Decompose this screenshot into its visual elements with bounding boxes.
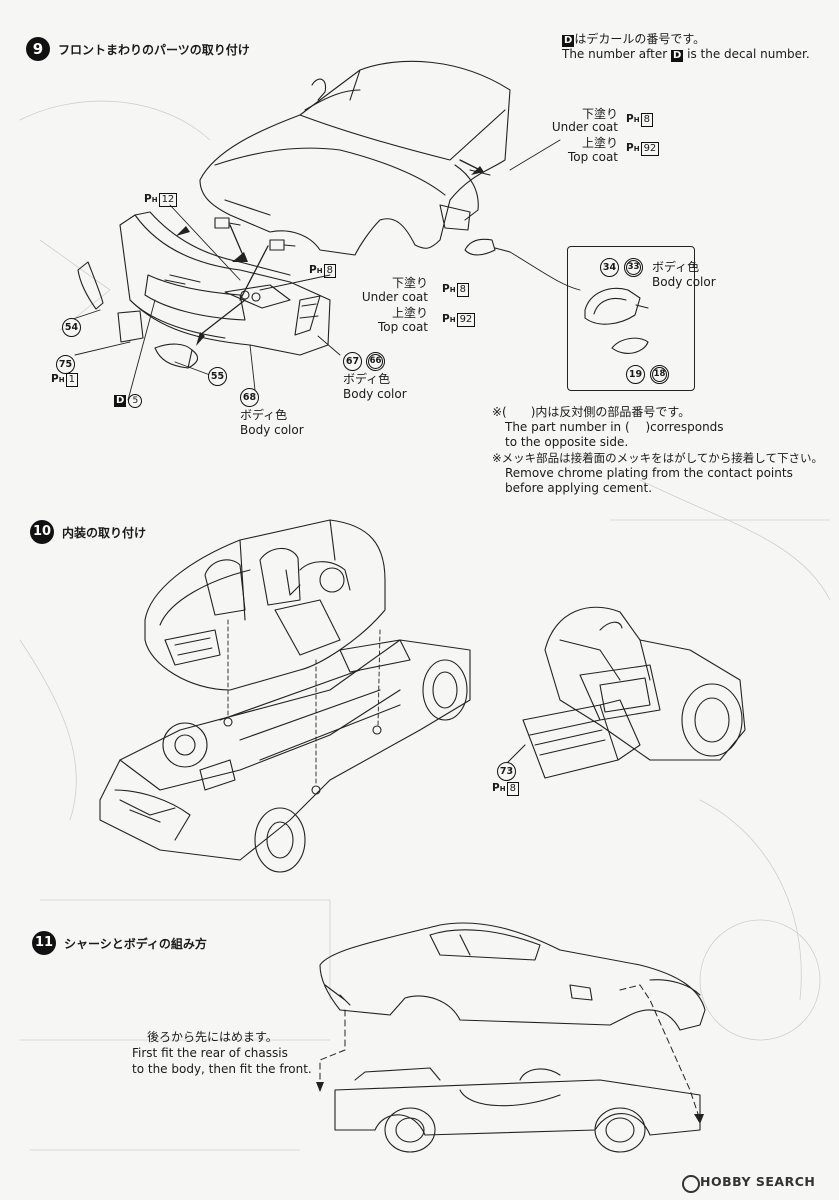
fender-undercoat-jp: 下塗り: [581, 107, 618, 121]
step11-note-en2: to the body, then fit the front.: [132, 1062, 312, 1076]
step-10-badge: 10: [30, 520, 54, 544]
note-opposite-side-jp: ※( )内は反対側の部品番号です。: [492, 405, 691, 419]
mirror-body-jp: ボディ色: [652, 260, 700, 274]
bumper-undercoat-en: Under coat: [361, 290, 428, 304]
mirror-body-en: Body color: [652, 275, 716, 289]
note-opposite-side-en2: to the opposite side.: [505, 435, 629, 449]
hobby-search-watermark: HOBBY SEARCH: [700, 1174, 816, 1189]
note-chrome-en2: before applying cement.: [505, 481, 653, 495]
step-11-badge: 11: [32, 931, 56, 955]
part-67-body-en: Body color: [343, 387, 407, 401]
part-54: 54: [62, 318, 81, 337]
fender-topcoat-en: Top coat: [567, 150, 618, 164]
decal-note-jp-text: はデカールの番号です。: [574, 32, 706, 46]
step-9-title: フロントまわりのパーツの取り付け: [58, 43, 250, 57]
note-chrome-en1: Remove chrome plating from the contact p…: [505, 466, 793, 480]
part-19: 19: [626, 365, 645, 384]
step9-pins: [214, 217, 296, 251]
part-67: 67: [343, 352, 362, 371]
decal-note-en-post: is the decal number.: [687, 47, 810, 61]
part-75: 75: [56, 355, 75, 374]
fender-undercoat-en: Under coat: [551, 120, 618, 134]
fender-topcoat-jp: 上塗り: [581, 136, 618, 150]
bumper-undercoat-jp: 下塗り: [391, 276, 428, 290]
note-chrome-jp: ※メッキ部品は接着面のメッキをはがしてから接着して下さい。: [492, 451, 823, 465]
step11-note-en1: First fit the rear of chassis: [132, 1046, 288, 1060]
step-9-badge: 9: [26, 37, 50, 61]
step9-parts: [77, 261, 199, 369]
decal-marker-2: D: [671, 50, 684, 62]
step9-body-drawing: [199, 60, 511, 256]
decal-marker: D: [562, 35, 575, 47]
note-opposite-side-en1: The part number in ( )corresponds: [505, 420, 724, 434]
part-34: 34: [600, 258, 619, 277]
part-55: 55: [208, 367, 227, 386]
step11-note-jp: 後ろから先にはめます。: [147, 1030, 278, 1044]
step9-front-bumper: [119, 211, 331, 356]
mirror-inset-frame: [567, 246, 695, 391]
hobby-search-logo-icon: [682, 1175, 700, 1193]
bumper-topcoat-jp: 上塗り: [391, 306, 428, 320]
part-66: 66: [366, 352, 385, 371]
step11-body-drawing: [319, 922, 706, 1031]
part-68: 68: [240, 388, 259, 407]
step11-chassis-drawing: [334, 1067, 701, 1153]
bumper-topcoat-en: Top coat: [377, 320, 428, 334]
part-68-body-en: Body color: [240, 423, 304, 437]
part-68-body-jp: ボディ色: [240, 408, 288, 422]
decal-note-en-pre: The number after: [562, 47, 668, 61]
step10-detail-drawing: [504, 606, 746, 779]
step10-chassis: [99, 639, 471, 873]
step-11-title: シャーシとボディの組み方: [64, 937, 207, 951]
step-10-title: 内装の取り付け: [62, 526, 147, 540]
part-18: 18: [650, 365, 669, 384]
decal-note-en: The number after D is the decal number.: [562, 47, 810, 62]
mirror-inset-drawing: [584, 287, 649, 354]
part-33: 33: [624, 258, 643, 277]
step10-interior-tub: [144, 519, 386, 691]
part-73: 73: [497, 762, 516, 781]
part-67-body-jp: ボディ色: [343, 372, 391, 386]
